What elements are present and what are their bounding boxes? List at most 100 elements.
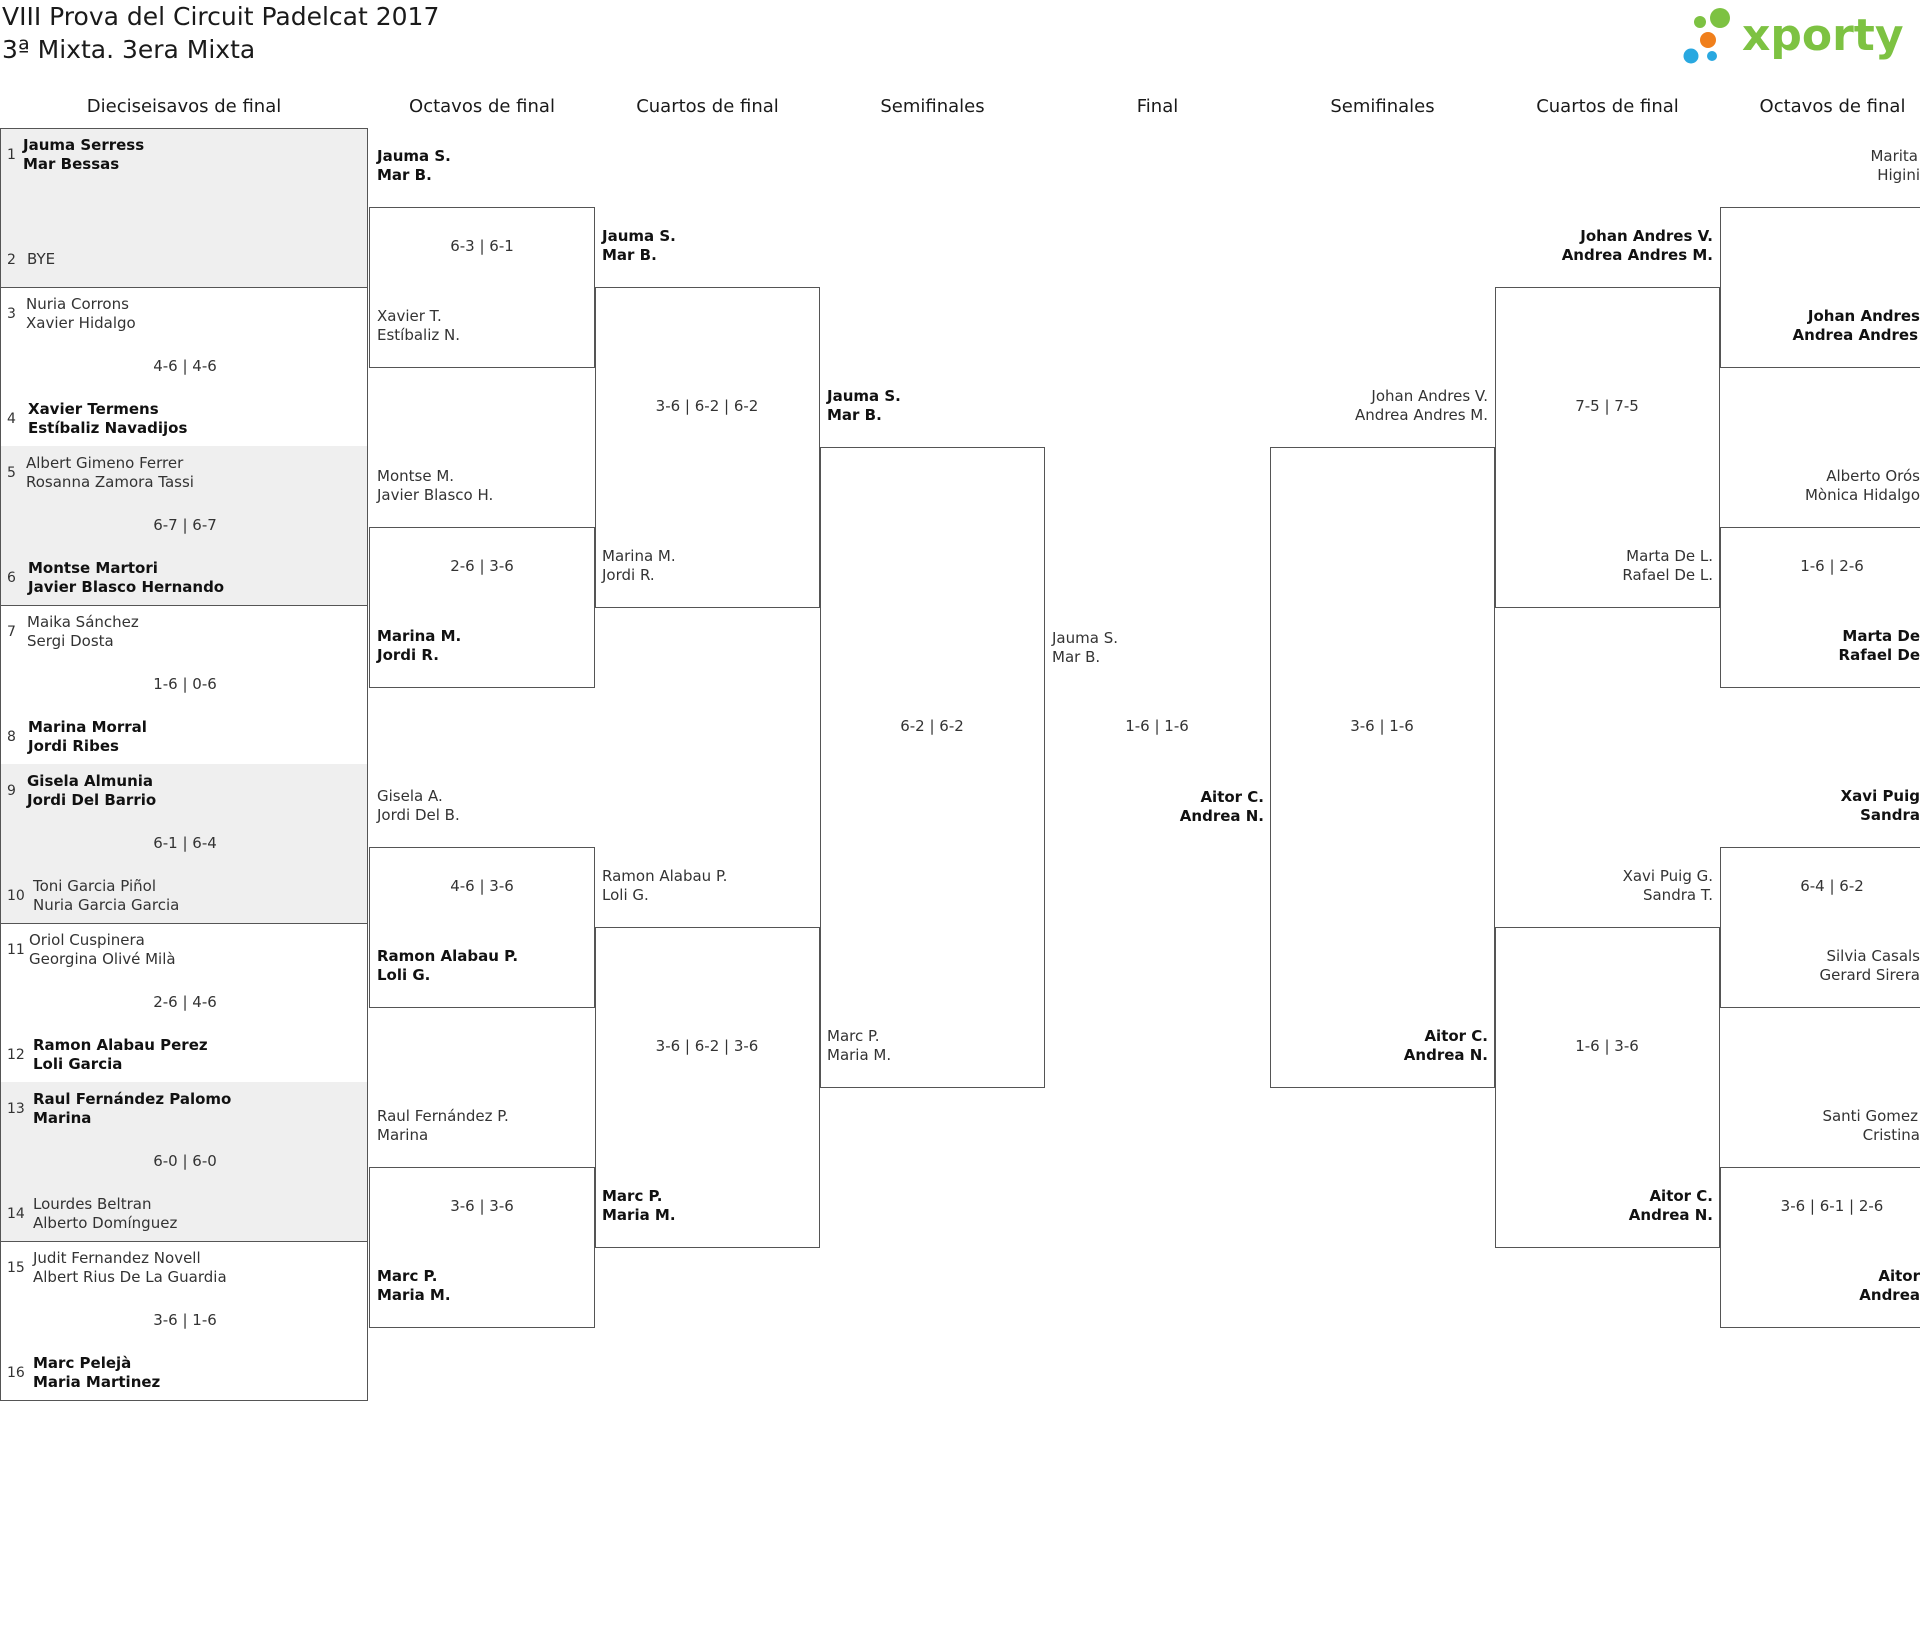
sf-score: 6-2 | 6-2 [900,717,964,735]
r16-player: Ramon Alabau P. [377,947,519,965]
col-heading-sf: Semifinales [880,96,985,117]
seed-number: 10 [7,888,25,904]
r16-match-box [369,847,595,1008]
r16-player-right: Alberto Orós [1826,467,1920,485]
final-player: Aitor C. [1200,788,1264,806]
r32-player: Jordi Ribes [28,737,119,755]
qf-player: Ramon Alabau P. [602,867,728,885]
qf-player: Marina M. [602,547,676,565]
r16-player: Gisela A. [377,787,443,805]
qf-player: Loli G. [602,886,649,904]
r32-player: Xavier Hidalgo [26,314,136,332]
r16-player: Marina [377,1126,429,1144]
r32-player: Montse Martori [28,559,158,577]
r32-player: Jauma Serress [23,136,145,154]
qf-score-right: 1-6 | 3-6 [1575,1037,1639,1055]
logo-text: xporty [1742,10,1904,61]
sf-player-right: Andrea Andres M. [1355,406,1488,424]
qf-player-right: Johan Andres V. [1580,227,1713,245]
qf-player-right: Andrea N. [1628,1206,1713,1224]
col-heading-final: Final [1136,96,1179,117]
r32-player: Estíbaliz Navadijos [28,419,188,437]
logo-dot-green-small-icon [1694,16,1706,28]
r32-player: Marina [33,1109,92,1127]
page-title: VIII Prova del Circuit Padelcat 2017 [2,2,440,31]
r16-match-box-right [1720,1167,1920,1328]
r32-player: Ramon Alabau Perez [33,1036,208,1054]
seed-number: 3 [7,306,16,322]
r32-player: BYE [27,250,56,268]
qf-score: 3-6 | 6-2 | 3-6 [655,1037,759,1055]
seed-number: 14 [7,1206,25,1222]
r32-player: Marina Morral [28,718,147,736]
qf-match-box [595,287,820,608]
r16-player-right: Marta De [1842,627,1920,645]
qf-player: Jauma S. [602,227,676,245]
qf-player-right: Sandra T. [1642,886,1713,904]
r32-player: Judit Fernandez Novell [33,1249,201,1267]
r32-score: 3-6 | 1-6 [153,1311,217,1329]
r16-score-right: 1-6 | 2-6 [1800,557,1864,575]
r16-player: Jauma S. [377,147,451,165]
r16-player-right: Silvia Casals [1826,947,1920,965]
r16-match-box-right [1720,207,1920,368]
qf-score: 3-6 | 6-2 | 6-2 [655,397,759,415]
col-heading-r32: Dieciseisavos de final [86,96,282,117]
r16-player: Marina M. [377,627,462,645]
qf-player-right: Andrea Andres M. [1561,246,1713,264]
seed-number: 4 [7,411,16,427]
r32-player: Gisela Almunia [27,772,154,790]
r32-player: Lourdes Beltran [33,1195,152,1213]
final-player: Jauma S. [1052,629,1118,647]
sf-player: Jauma S. [827,387,901,405]
r32-score: 2-6 | 4-6 [153,993,217,1011]
r16-player-right: Andrea Andres [1792,326,1918,344]
r32-match-box [0,446,368,606]
r16-score-right: 3-6 | 6-1 | 2-6 [1780,1197,1884,1215]
r32-player: Javier Blasco Hernando [28,578,225,596]
r32-match-box [0,1241,368,1401]
qf-player: Maria M. [602,1206,676,1224]
logo-dot-blue-small-icon [1707,51,1717,61]
seed-number: 11 [7,942,25,958]
r16-match-box-right [1720,847,1920,1008]
r16-player-right: Cristina [1862,1126,1920,1144]
r16-score: 2-6 | 3-6 [450,557,514,575]
r32-player: Georgina Olivé Milà [29,950,176,968]
page-subtitle: 3ª Mixta. 3era Mixta [2,35,256,64]
r16-player: Xavier T. [377,307,442,325]
qf-player-right: Marta De L. [1626,547,1713,565]
qf-player-right: Xavi Puig G. [1622,867,1713,885]
seed-number: 7 [7,624,16,640]
r16-player-right: Marita [1870,147,1918,165]
r32-player: Maria Martinez [33,1373,161,1391]
qf-player-right: Aitor C. [1649,1187,1713,1205]
sf-player-right: Aitor C. [1424,1027,1488,1045]
r16-player-right: Aitor [1878,1267,1920,1285]
logo-dot-blue-icon [1683,48,1699,64]
r16-player: Loli G. [377,966,431,984]
qf-match-box-right [1495,287,1720,608]
r16-player-right: Andrea [1859,1286,1920,1304]
r32-player: Sergi Dosta [27,632,114,650]
r32-score: 4-6 | 4-6 [153,357,217,375]
qf-match-box-right [1495,927,1720,1248]
sf-match-box-right [1270,447,1495,1088]
r32-match-box [0,764,368,924]
final-player: Mar B. [1052,648,1101,666]
qf-player-right: Rafael De L. [1622,566,1713,584]
seed-number: 15 [7,1260,25,1276]
r16-player: Javier Blasco H. [377,486,494,504]
r32-player: Loli Garcia [33,1055,123,1073]
sf-player-right: Johan Andres V. [1371,387,1488,405]
r16-player: Montse M. [377,467,455,485]
logo-dot-orange-icon [1700,32,1716,48]
r32-player: Xavier Termens [28,400,159,418]
r16-player-right: Gerard Sirera [1819,966,1920,984]
seed-number: 16 [7,1365,25,1381]
seed-number: 5 [7,465,16,481]
r16-player-right: Sandra [1860,806,1920,824]
r16-player-right: Rafael De [1838,646,1920,664]
r32-player: Maika Sánchez [27,613,139,631]
r16-score: 4-6 | 3-6 [450,877,514,895]
